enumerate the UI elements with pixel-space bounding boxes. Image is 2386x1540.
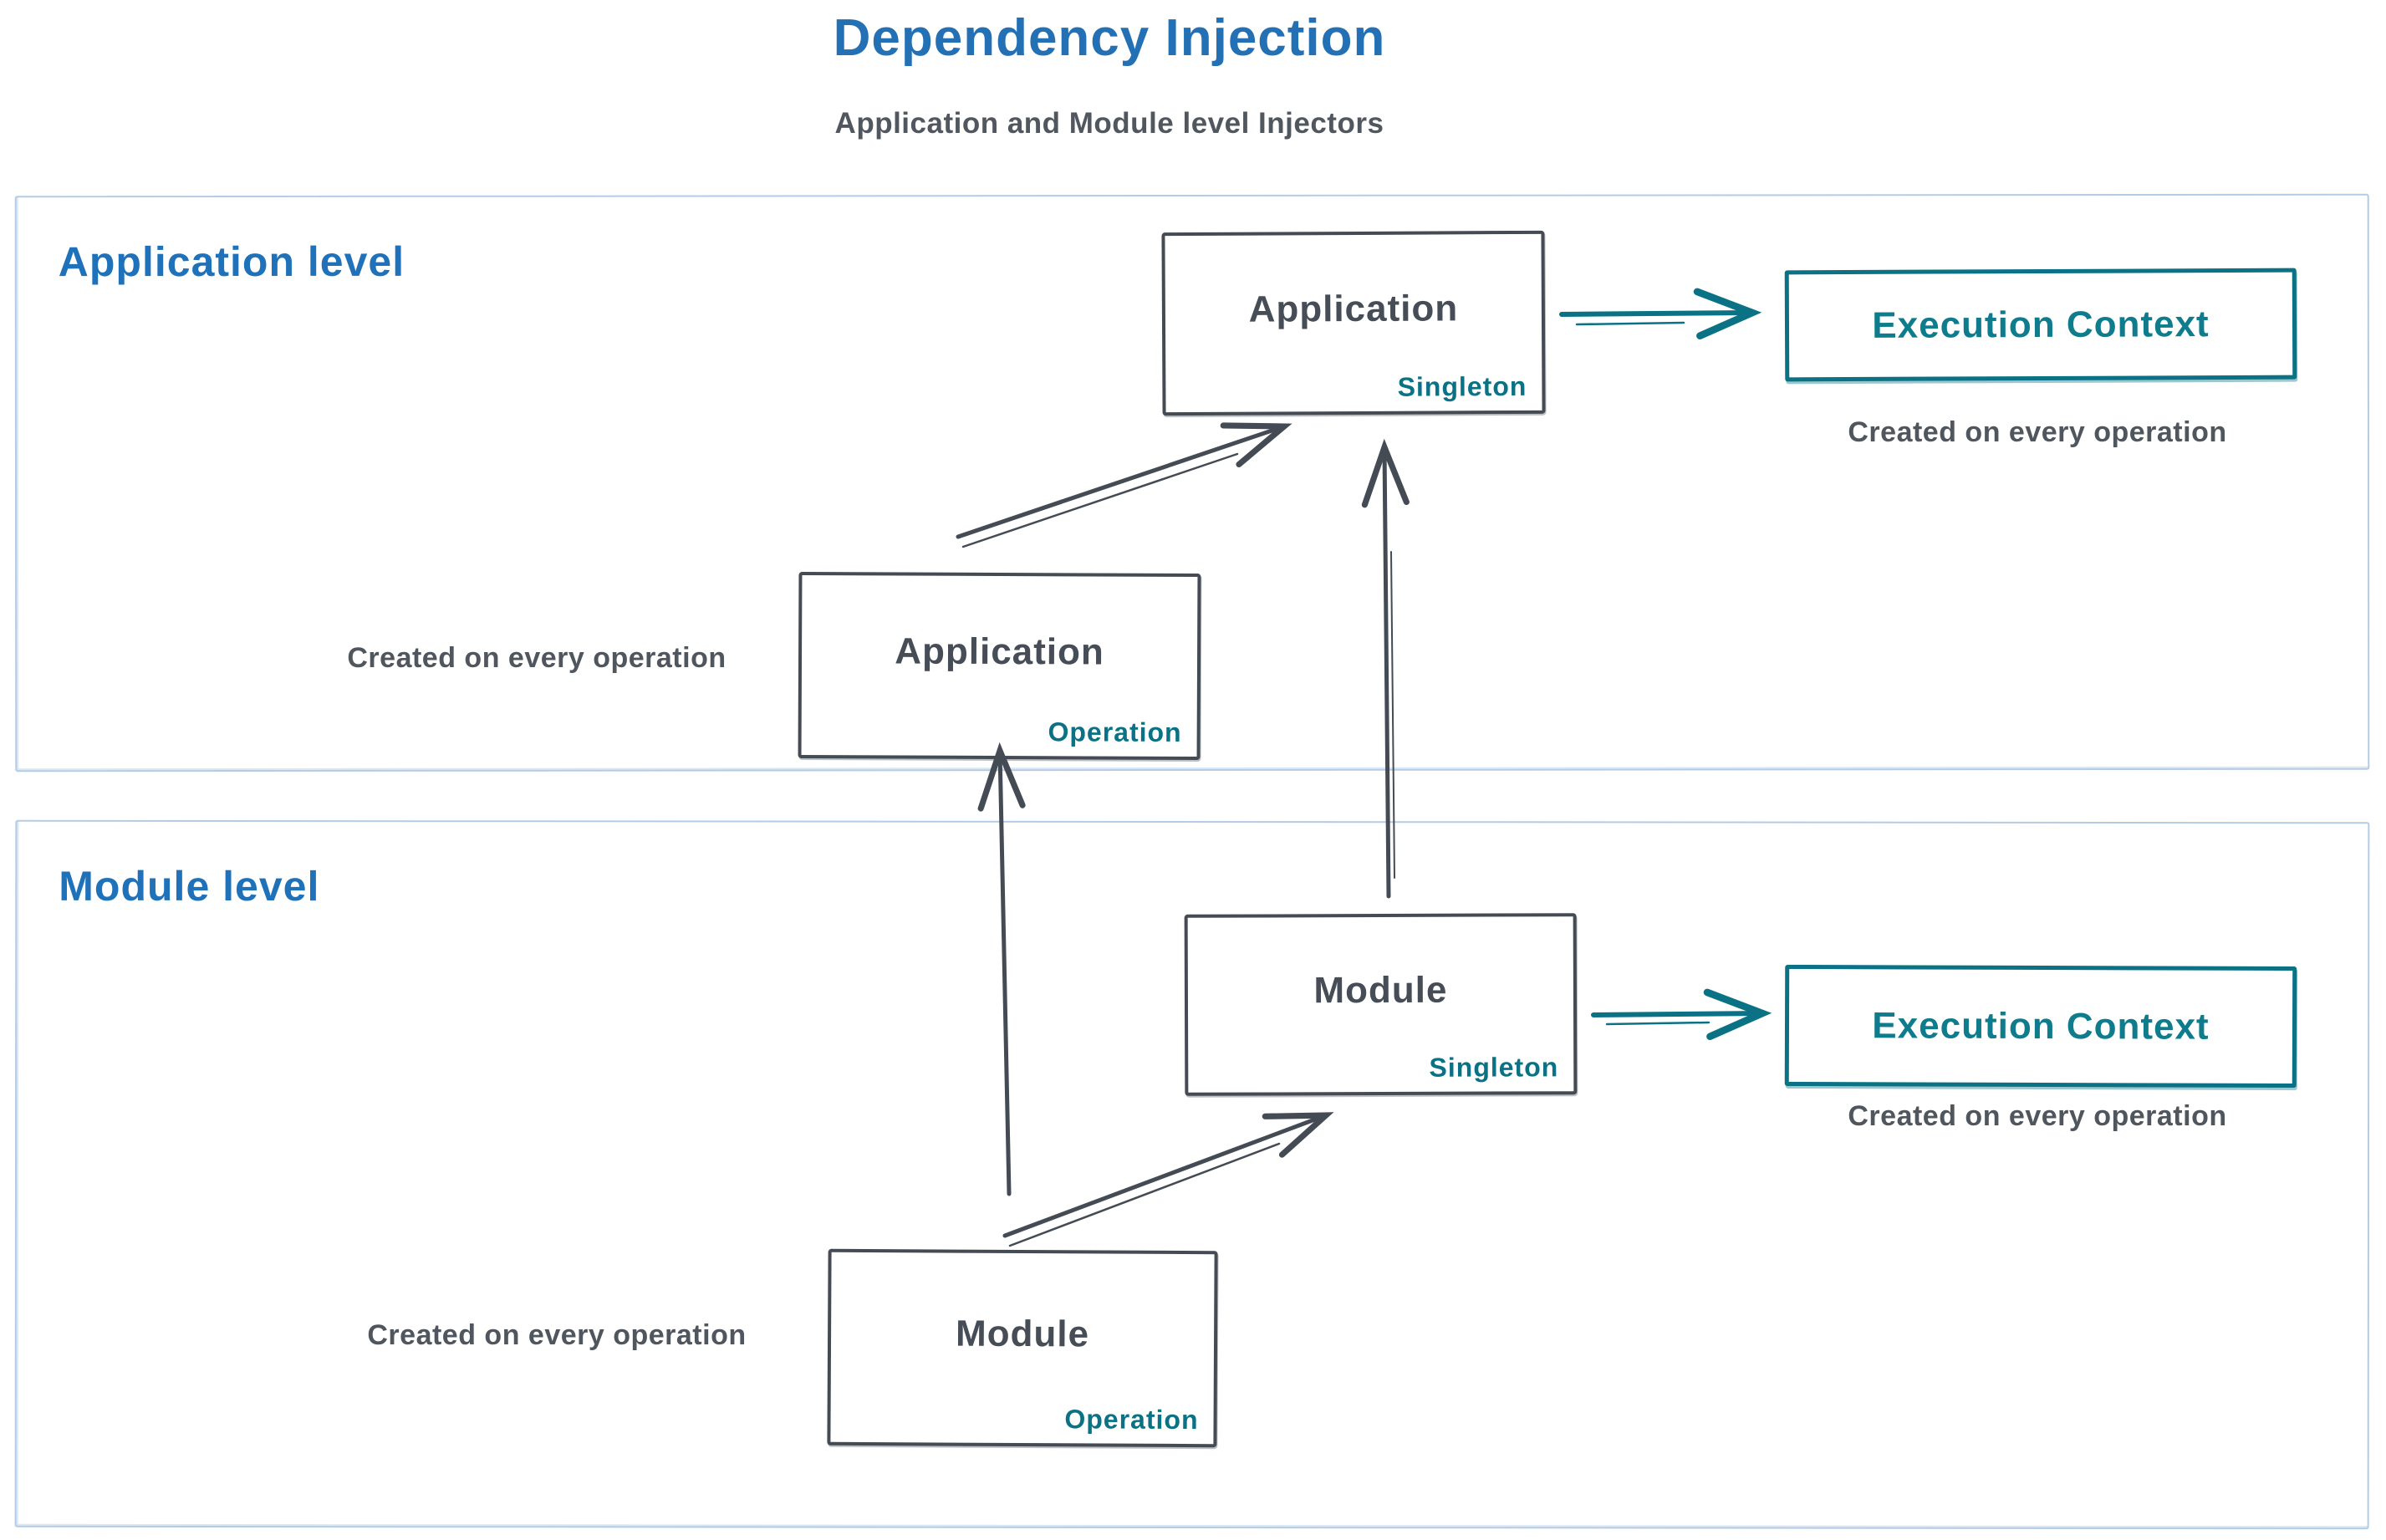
module-level-label: Module level (59, 862, 320, 910)
diagram-subtitle: Application and Module level Injectors (834, 107, 1384, 140)
application-singleton-box: Application Singleton (1161, 230, 1546, 416)
application-operation-title: Application (895, 630, 1104, 673)
module-operation-note: Created on every operation (367, 1319, 747, 1351)
module-operation-scope: Operation (1064, 1404, 1199, 1435)
diagram-title: Dependency Injection (833, 9, 1386, 67)
module-operation-title: Module (955, 1313, 1090, 1354)
application-singleton-scope: Singleton (1397, 370, 1527, 402)
application-singleton-title: Application (1248, 287, 1459, 330)
module-singleton-scope: Singleton (1429, 1052, 1559, 1083)
module-singleton-box: Module Singleton (1184, 913, 1578, 1096)
application-operation-note: Created on every operation (347, 642, 727, 674)
module-operation-box: Module Operation (827, 1248, 1218, 1448)
module-execution-context-note: Created on every operation (1848, 1100, 2227, 1132)
application-operation-scope: Operation (1048, 716, 1182, 747)
application-level-label: Application level (58, 237, 405, 286)
application-execution-context-box: Execution Context (1784, 268, 2297, 382)
module-execution-context-box: Execution Context (1784, 964, 2297, 1089)
application-operation-box: Application Operation (798, 571, 1201, 761)
application-execution-context-note: Created on every operation (1848, 416, 2227, 448)
module-singleton-title: Module (1313, 969, 1448, 1011)
